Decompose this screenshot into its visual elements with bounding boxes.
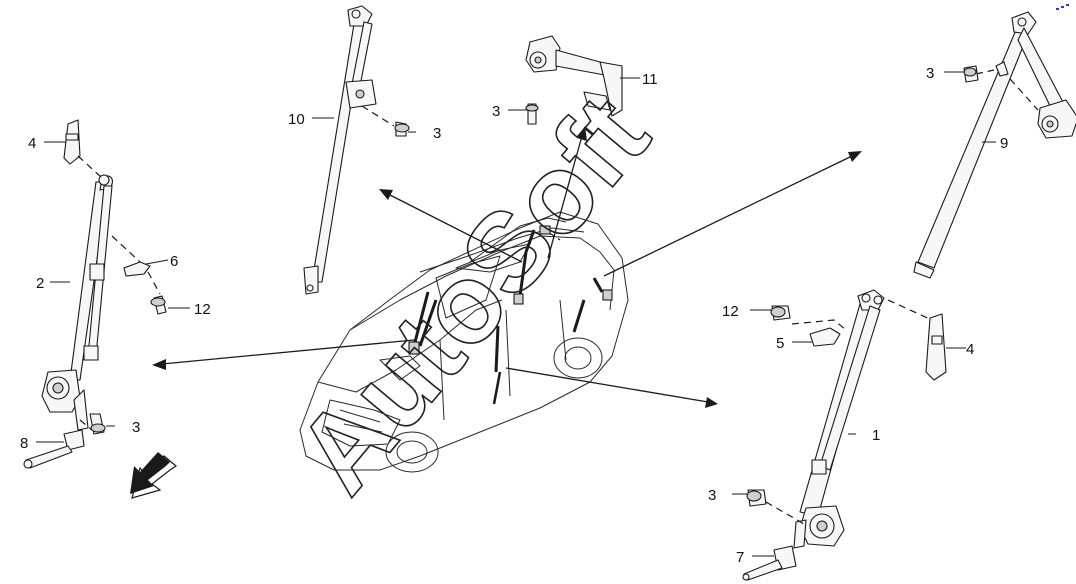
callout-5: 5 bbox=[776, 335, 784, 352]
part-3-right-top-bolt bbox=[963, 65, 995, 83]
pointer-arrows bbox=[152, 126, 862, 408]
part-3-right-bottom-bolt bbox=[746, 489, 805, 525]
part-3-top-left-bolt bbox=[361, 105, 410, 137]
part-7-right-buckle-anchor bbox=[742, 545, 797, 581]
part-11-center-retractor bbox=[525, 35, 623, 117]
callout-4-right: 4 bbox=[966, 341, 974, 358]
vehicle-belt-markers bbox=[408, 225, 613, 405]
part-4-right-height-adjuster bbox=[887, 299, 947, 381]
callout-3-top-left: 3 bbox=[433, 125, 441, 142]
callout-4-left: 4 bbox=[28, 135, 36, 152]
part-4-left-height-adjuster bbox=[63, 119, 103, 179]
part-5-right-guide bbox=[791, 319, 847, 347]
callout-labels: 1 2 3 3 3 3 3 4 4 5 6 7 8 9 10 11 12 12 bbox=[20, 65, 1008, 566]
part-12-left-bolt bbox=[150, 295, 167, 315]
part-6-left-guide bbox=[111, 235, 161, 295]
callout-1: 1 bbox=[872, 427, 880, 444]
callout-6: 6 bbox=[170, 253, 178, 270]
callout-11: 11 bbox=[642, 71, 658, 88]
callout-8: 8 bbox=[20, 435, 28, 452]
part-8-left-buckle-anchor bbox=[23, 429, 85, 469]
part-9-rear-right-belt bbox=[913, 11, 1076, 279]
callout-3-left: 3 bbox=[132, 419, 140, 436]
callout-10: 10 bbox=[288, 111, 305, 128]
part-10-rear-left-belt bbox=[303, 5, 377, 295]
part-3-top-center-bolt bbox=[525, 103, 539, 125]
callout-7: 7 bbox=[736, 549, 744, 566]
callout-3-right-bottom: 3 bbox=[708, 487, 716, 504]
part-2-left-front-belt bbox=[41, 174, 113, 431]
callout-12-right: 12 bbox=[722, 303, 739, 320]
part-3-left-bolt bbox=[79, 413, 106, 435]
leader-lines bbox=[36, 71, 996, 557]
front-direction-arrow-icon bbox=[130, 452, 178, 499]
callout-2: 2 bbox=[36, 275, 44, 292]
callout-3-top-center: 3 bbox=[492, 103, 500, 120]
callout-12-left: 12 bbox=[194, 301, 211, 318]
part-1-right-front-belt bbox=[793, 289, 885, 549]
vehicle-outline bbox=[299, 211, 629, 473]
callout-9: 9 bbox=[1000, 135, 1008, 152]
callout-3-right-top: 3 bbox=[926, 65, 934, 82]
corner-mark-icon bbox=[1056, 4, 1069, 10]
part-12-right-bolt bbox=[770, 305, 791, 321]
